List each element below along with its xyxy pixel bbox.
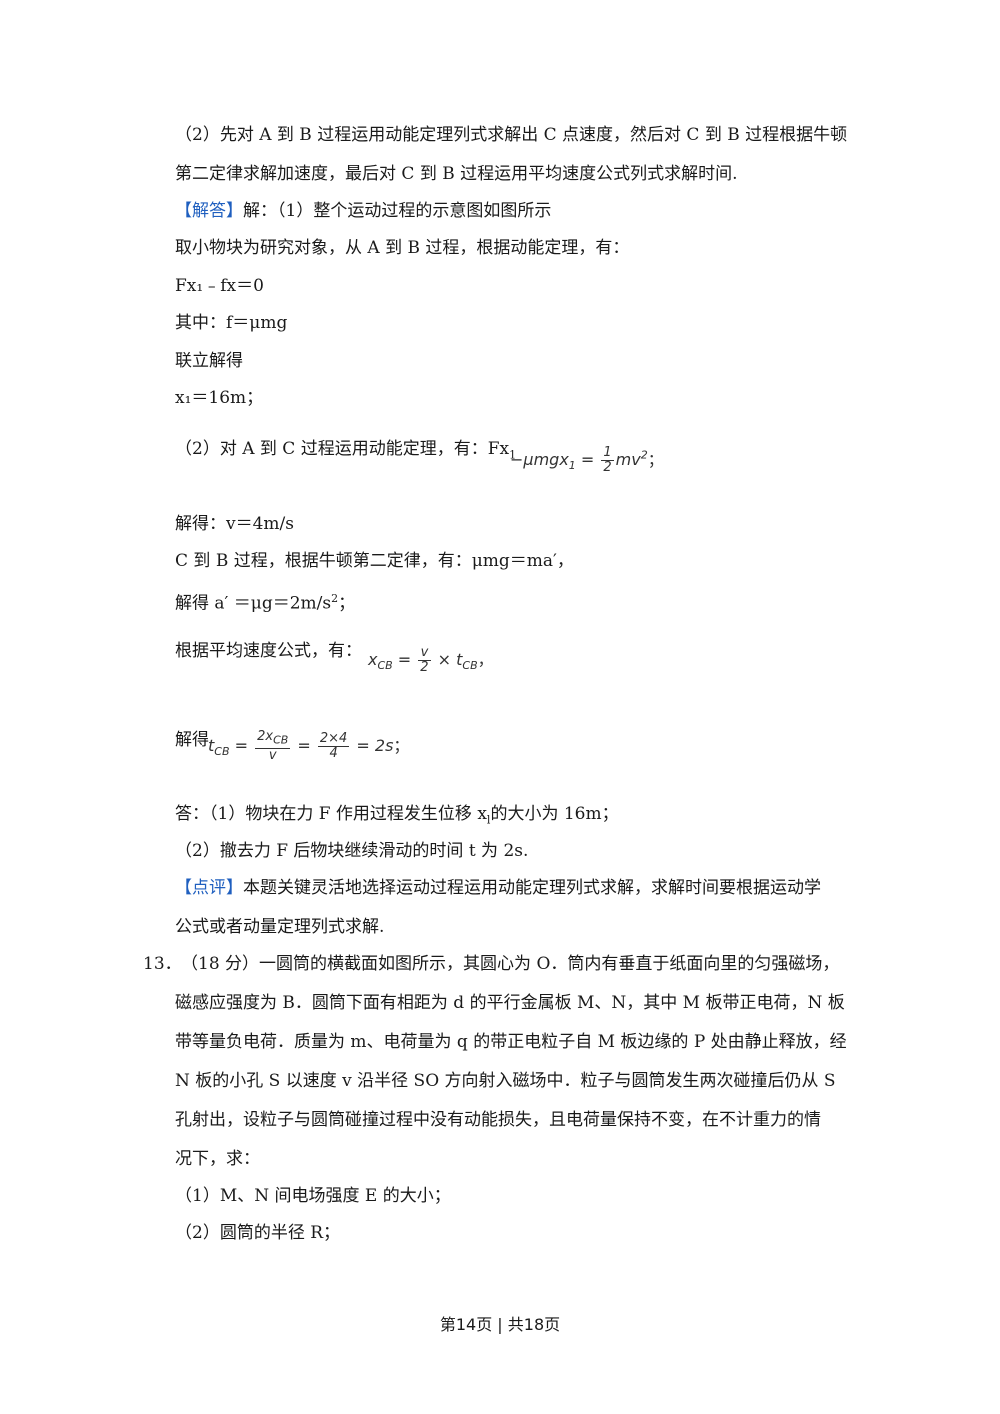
solution-line-7: 联立解得 [175, 351, 243, 371]
comment-heading: 【点评】本题关键灵活地选择运动过程运用动能定理列式求解，求解时间要根据运动学 [175, 878, 821, 898]
final-answer-2: （2）撤去力 F 后物块继续滑动的时间 t 为 2s. [175, 841, 529, 861]
question-13-part-2: （2）圆筒的半径 R； [175, 1223, 341, 1243]
question-13-line-2: 磁感应强度为 B．圆筒下面有相距为 d 的平行金属板 M、N，其中 M 板带正电… [175, 993, 845, 1013]
solution-line-4: 取小物块为研究对象，从 A 到 B 过程，根据动能定理，有： [175, 238, 630, 258]
question-13-line-3: 带等量负电荷．质量为 m、电荷量为 q 的带正电粒子自 M 板边缘的 P 处由静… [175, 1032, 847, 1052]
comment-tag: 【点评】 [175, 878, 243, 898]
equation-friction: 其中：f＝μmg [175, 313, 288, 333]
answer-tag: 【解答】 [175, 201, 243, 221]
question-13-line-5: 孔射出，设粒子与圆筒碰撞过程中没有动能损失，且电荷量保持不变，在不计重力的情 [175, 1110, 821, 1130]
solution-part2: （2）对 A 到 C 过程运用动能定理，有：Fx1 [175, 439, 517, 462]
analysis-line-2: 第二定律求解加速度，最后对 C 到 B 过程运用平均速度公式列式求解时间. [175, 164, 738, 184]
result-velocity: 解得：v＝4m/s [175, 514, 294, 534]
answer-intro: 解：（1）整个运动过程的示意图如图所示 [243, 201, 552, 221]
result-x1: x₁＝16m； [175, 388, 264, 408]
question-13-part-1: （1）M、N 间电场强度 E 的大小； [175, 1186, 451, 1206]
solution-newton: C 到 B 过程，根据牛顿第二定律，有：μmg＝ma′， [175, 551, 574, 571]
solution-avg-velocity: 根据平均速度公式，有： [175, 641, 362, 661]
result-acceleration: 解得 a′ ＝μg＝2m/s2； [175, 592, 356, 614]
equation-energy: Fx₁﹣fx＝0 [175, 276, 264, 296]
page-footer: 第14页 | 共18页 [439, 1315, 561, 1334]
question-13-line-1: （18 分）一圆筒的横截面如图所示，其圆心为 O．筒内有垂直于纸面向里的匀强磁场… [181, 954, 840, 974]
solution-time-label: 解得 [175, 730, 209, 750]
question-13-number: 13． [143, 954, 182, 974]
answer-heading: 【解答】解：（1）整个运动过程的示意图如图所示 [175, 200, 551, 222]
comment-line-2: 公式或者动量定理列式求解. [175, 917, 385, 937]
question-13-line-6: 况下，求： [175, 1149, 260, 1169]
analysis-line-1: （2）先对 A 到 B 过程运用动能定理列式求解出 C 点速度，然后对 C 到 … [175, 125, 848, 145]
final-answer-1: 答：（1）物块在力 F 作用过程发生位移 xl的大小为 16m； [175, 804, 619, 827]
question-13-line-4: N 板的小孔 S 以速度 v 沿半径 SO 方向射入磁场中．粒子与圆筒发生两次碰… [175, 1071, 836, 1091]
